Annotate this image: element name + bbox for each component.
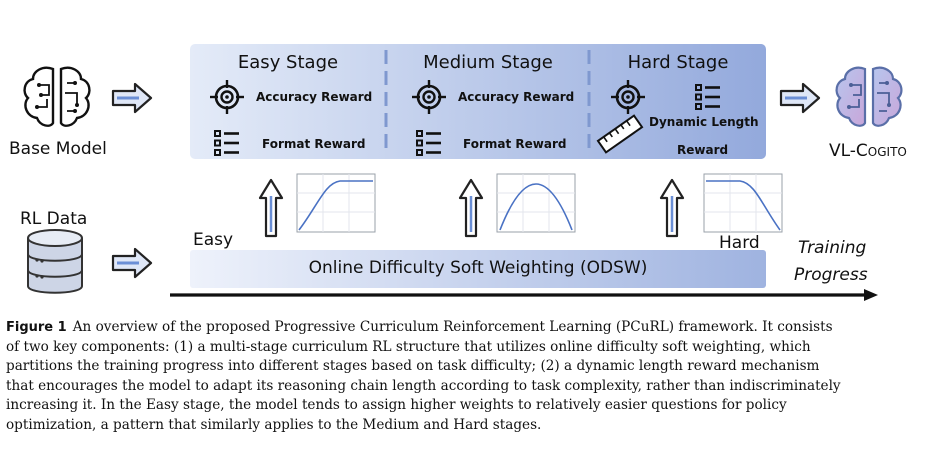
hard-reward-label: Reward (677, 143, 729, 157)
caption-line: optimization, a pattern that similarly a… (6, 416, 542, 433)
arrowhead-icon (864, 289, 878, 301)
hard-weight-curve (703, 173, 783, 233)
double-arrow-icon (779, 82, 821, 114)
brain-circuit-icon (835, 66, 903, 127)
easy-weight-curve (296, 173, 376, 233)
progress-label: Progress (794, 265, 868, 285)
double-arrow-icon (111, 82, 153, 114)
caption-line: increasing it. In the Easy stage, the mo… (6, 397, 787, 414)
up-arrow-icon (659, 178, 685, 238)
pcurl-framework-diagram: Easy Stage Medium Stage Hard Stage Accur… (9, 44, 907, 301)
stage-title-medium: Medium Stage (423, 52, 553, 73)
caption-line: partitions the training progress into di… (6, 358, 820, 375)
figure-label: Figure 1 (6, 320, 67, 335)
brain-circuit-icon (23, 66, 91, 127)
training-label: Training (798, 238, 867, 258)
hard-dynamic-length-reward: Dynamic Length (649, 115, 759, 129)
easy-format-reward: Format Reward (262, 137, 366, 151)
ruler-icon (596, 114, 644, 154)
double-arrow-icon (111, 247, 153, 279)
easy-label: Easy (193, 230, 234, 250)
medium-format-reward: Format Reward (463, 137, 567, 151)
hard-label: Hard (719, 233, 760, 253)
medium-accuracy-reward: Accuracy Reward (458, 90, 575, 104)
database-icon (27, 229, 83, 294)
vl-cogito-label: VL-Cogito (829, 141, 907, 161)
caption-line: that encourages the model to adapt its r… (6, 377, 841, 394)
odsw-label: Online Difficulty Soft Weighting (ODSW) (308, 258, 648, 278)
up-arrow-icon (258, 178, 284, 238)
medium-weight-curve (496, 173, 576, 233)
base-model-label: Base Model (9, 139, 107, 159)
up-arrow-icon (458, 178, 484, 238)
rl-data-label: RL Data (20, 209, 88, 229)
stage-title-easy: Easy Stage (237, 52, 339, 73)
stage-title-hard: Hard Stage (627, 52, 729, 73)
caption-line: of two key components: (1) a multi-stage… (6, 338, 811, 355)
easy-accuracy-reward: Accuracy Reward (256, 90, 373, 104)
odsw-bar (190, 250, 766, 288)
diagram-canvas (23, 44, 903, 301)
